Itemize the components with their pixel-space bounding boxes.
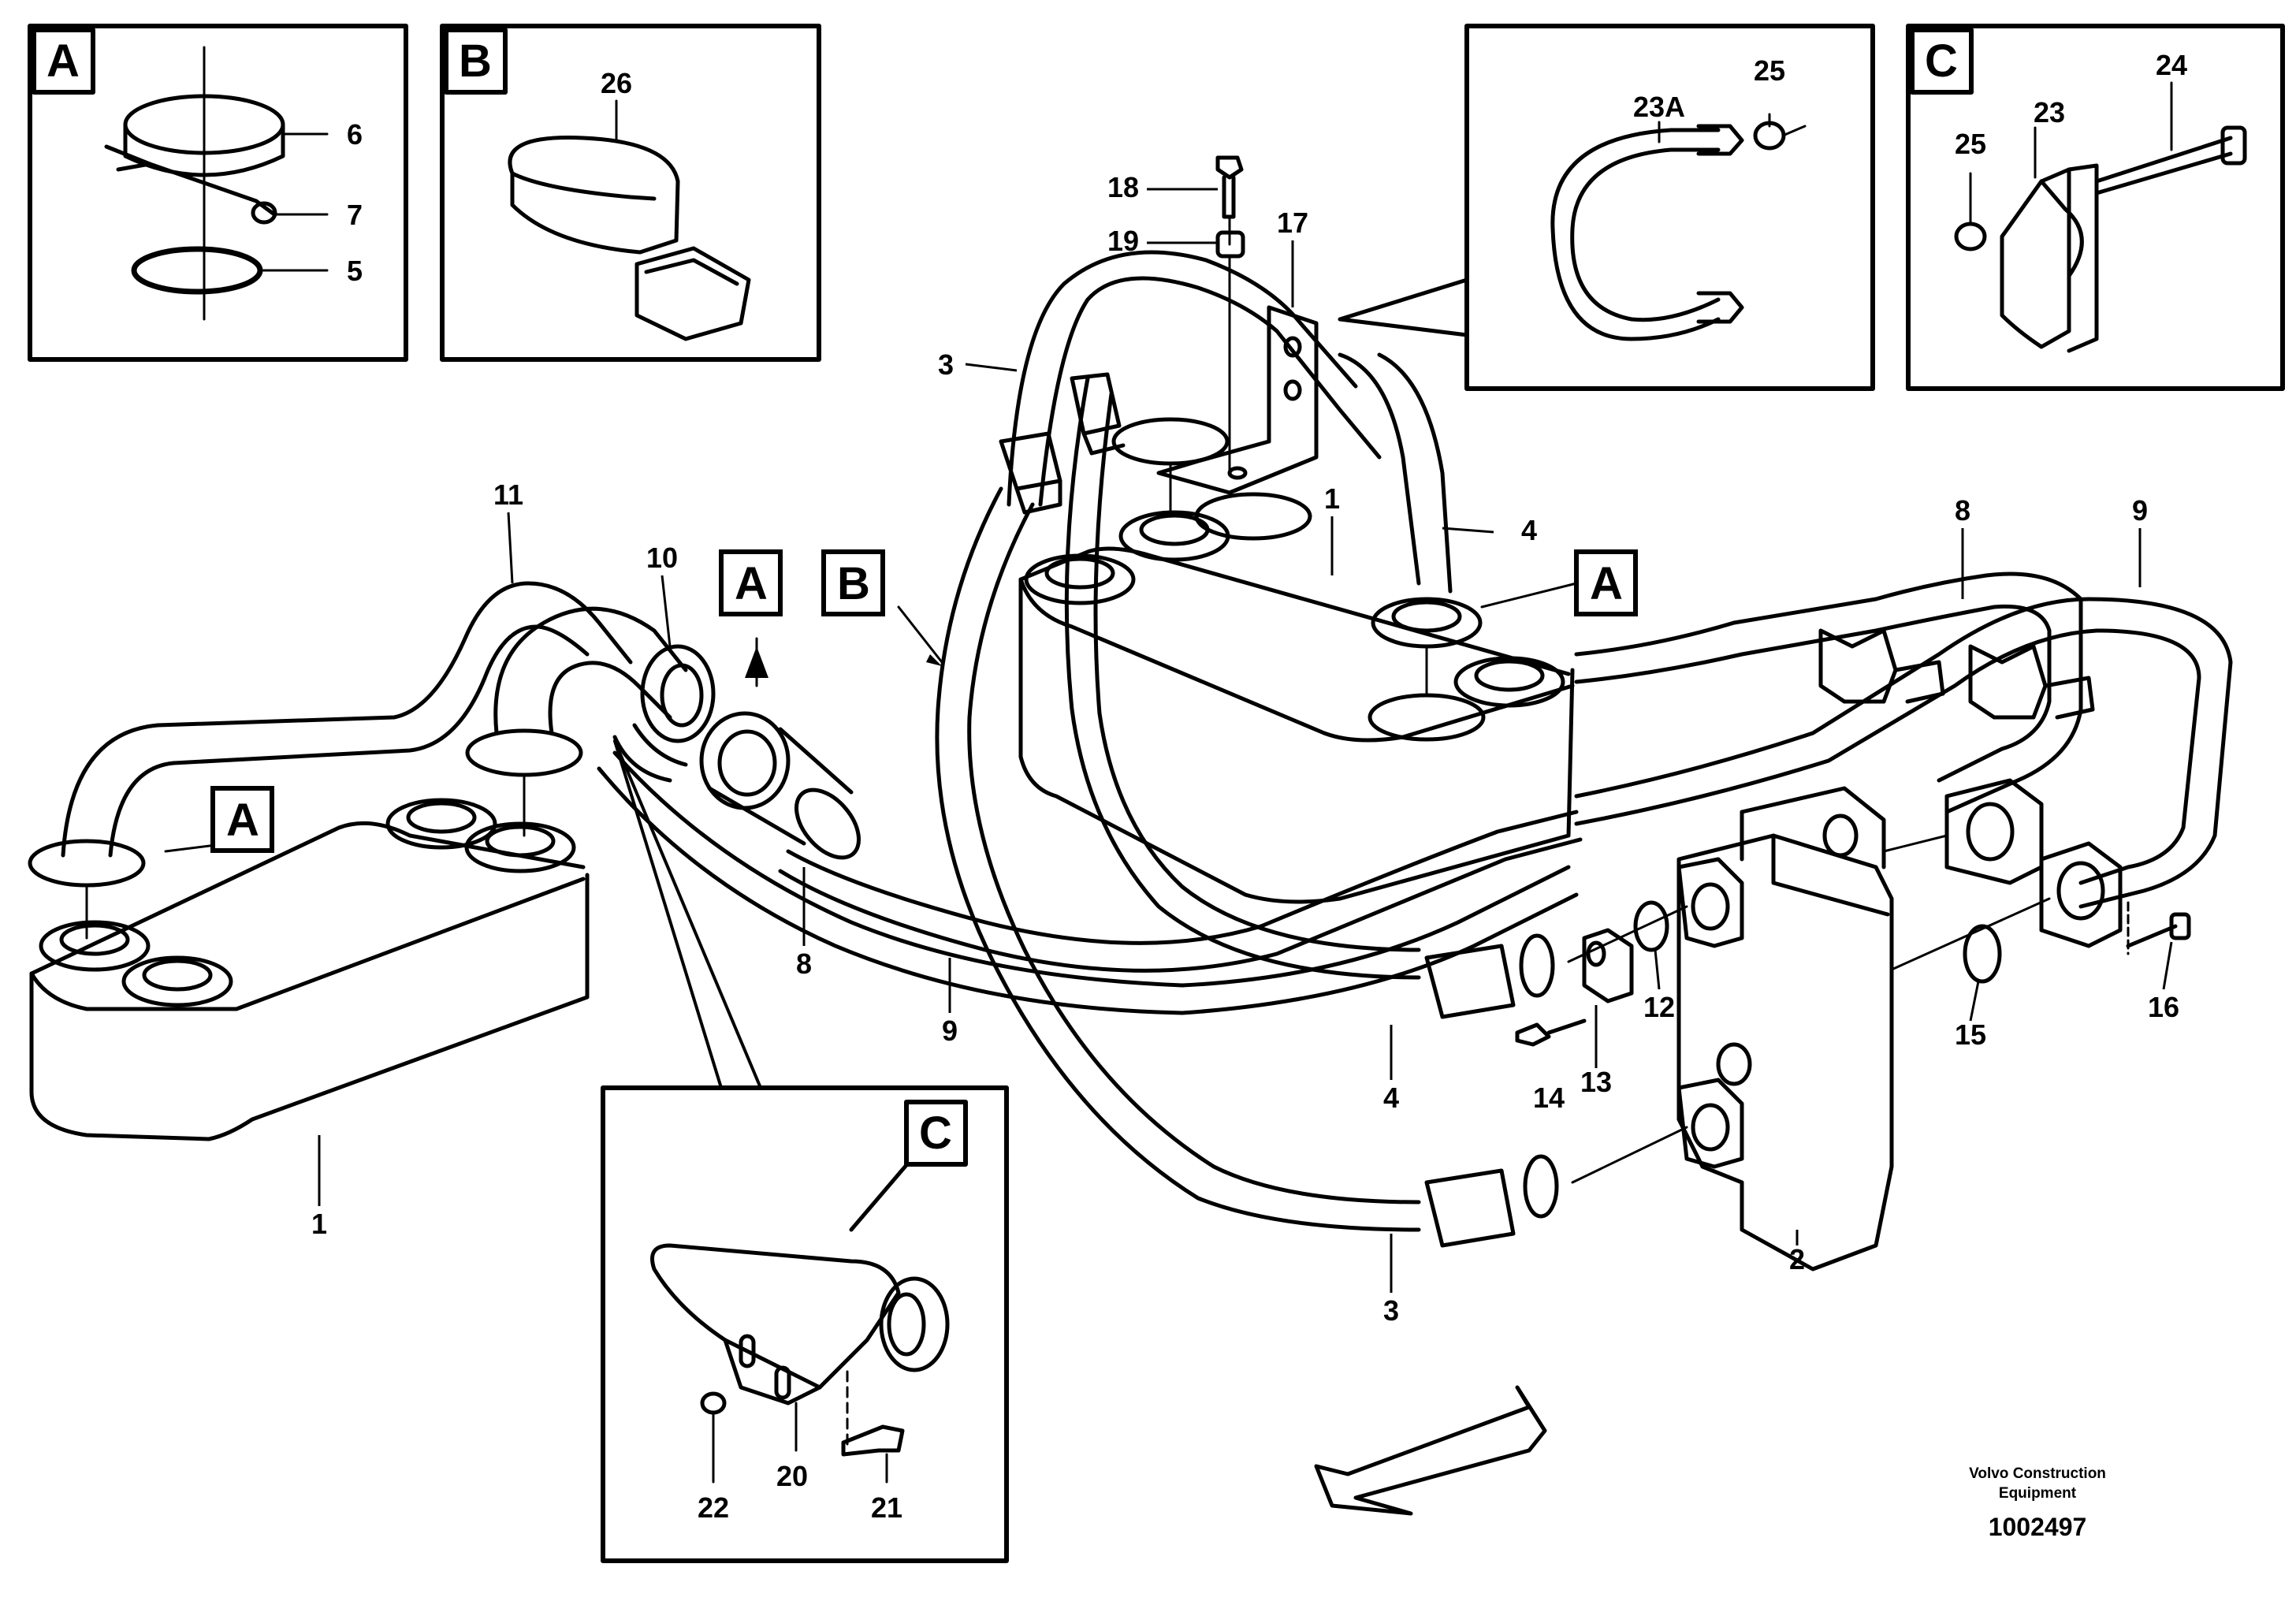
view-marker-box-a1 — [719, 549, 783, 616]
detail-box-b — [440, 24, 821, 362]
oil-cooler-left — [28, 728, 590, 1141]
callout-9-right: 9 — [2132, 494, 2148, 527]
callout-17: 17 — [1277, 207, 1308, 239]
view-marker-a1: A — [735, 558, 768, 609]
bolt-16 — [2126, 901, 2191, 955]
callout-3-upper: 3 — [938, 348, 954, 381]
detail-letter-c-bottom: C — [919, 1108, 952, 1159]
oil-cooler-right — [1018, 417, 1575, 904]
callout-26: 26 — [601, 67, 632, 99]
view-marker-box-b — [821, 549, 885, 616]
o-ring-12 — [1633, 900, 1669, 952]
tube-11 — [61, 581, 633, 858]
document-number: 1002497 — [1989, 1513, 2087, 1541]
view-marker-b: B — [837, 558, 870, 609]
hose-4 — [1338, 352, 1421, 586]
view-marker-a3: A — [226, 795, 259, 846]
callout-5: 5 — [347, 255, 363, 287]
clamp-13 — [1582, 928, 1634, 1003]
callout-23a: 23A — [1633, 91, 1685, 123]
view-marker-box-a2 — [1574, 549, 1638, 616]
callout-16: 16 — [2148, 991, 2179, 1023]
callout-20: 20 — [776, 1460, 808, 1492]
callout-11: 11 — [493, 478, 523, 511]
hose-fitting-8 — [1818, 628, 1945, 704]
detail-box-c-top — [1906, 24, 2285, 391]
direction-arrow — [1314, 1385, 1547, 1516]
callout-4-upper: 4 — [1521, 514, 1537, 546]
callout-1-right: 1 — [1324, 482, 1340, 515]
spacer-19 — [1215, 230, 1245, 475]
hose-fitting-4 — [1424, 933, 1555, 1019]
callout-3-lower: 3 — [1383, 1294, 1399, 1327]
callout-14: 14 — [1533, 1082, 1565, 1114]
callout-23: 23 — [2034, 96, 2065, 128]
valve-block — [1676, 778, 2123, 1271]
callout-12: 12 — [1643, 991, 1675, 1023]
callout-8-right: 8 — [1955, 494, 1970, 527]
callout-10: 10 — [646, 542, 678, 574]
callout-2: 2 — [1789, 1243, 1805, 1275]
callout-25-c: 25 — [1955, 128, 1986, 160]
hose-3-loop — [935, 486, 1421, 1232]
detail-letter-c-top: C — [1925, 35, 1958, 87]
hose-fitting-3a — [999, 431, 1062, 515]
callout-19: 19 — [1107, 225, 1139, 257]
detail-box-c-bottom — [601, 1085, 1009, 1563]
callout-8-left: 8 — [796, 948, 812, 980]
callout-13: 13 — [1580, 1066, 1612, 1098]
credit-line-1: Volvo Construction — [1969, 1465, 2106, 1482]
view-marker-a2: A — [1590, 558, 1623, 609]
detail-box-a — [28, 24, 408, 362]
hose-fitting-9 — [1968, 644, 2095, 720]
callout-6: 6 — [347, 118, 363, 151]
callout-21: 21 — [871, 1491, 902, 1524]
callout-25-u: 25 — [1754, 54, 1785, 87]
credit-line-2: Equipment — [1999, 1485, 2077, 1502]
bolt-14 — [1515, 1018, 1587, 1047]
bracket-17 — [1156, 305, 1319, 495]
detail-box-u-bolt — [1338, 24, 1875, 391]
callout-22: 22 — [698, 1491, 729, 1524]
callout-18: 18 — [1107, 171, 1139, 203]
callout-1-left: 1 — [311, 1208, 327, 1240]
tube-10 — [493, 606, 688, 735]
detail-letter-b: B — [459, 35, 492, 87]
hose-8 — [786, 810, 1579, 945]
o-ring-15 — [1963, 924, 2002, 984]
hose-3-upper — [1038, 276, 1382, 507]
callout-15: 15 — [1955, 1018, 1986, 1051]
view-marker-box-a3 — [210, 786, 274, 853]
callout-9-left: 9 — [942, 1015, 958, 1047]
detail-letter-a: A — [47, 35, 80, 87]
hose-fitting-3b — [1070, 372, 1126, 456]
hose-9 — [612, 750, 1571, 988]
callout-4-lower: 4 — [1383, 1082, 1399, 1114]
callout-24: 24 — [2156, 49, 2187, 81]
callout-7: 7 — [347, 199, 363, 231]
hose-fitting-3c — [1424, 1154, 1559, 1248]
